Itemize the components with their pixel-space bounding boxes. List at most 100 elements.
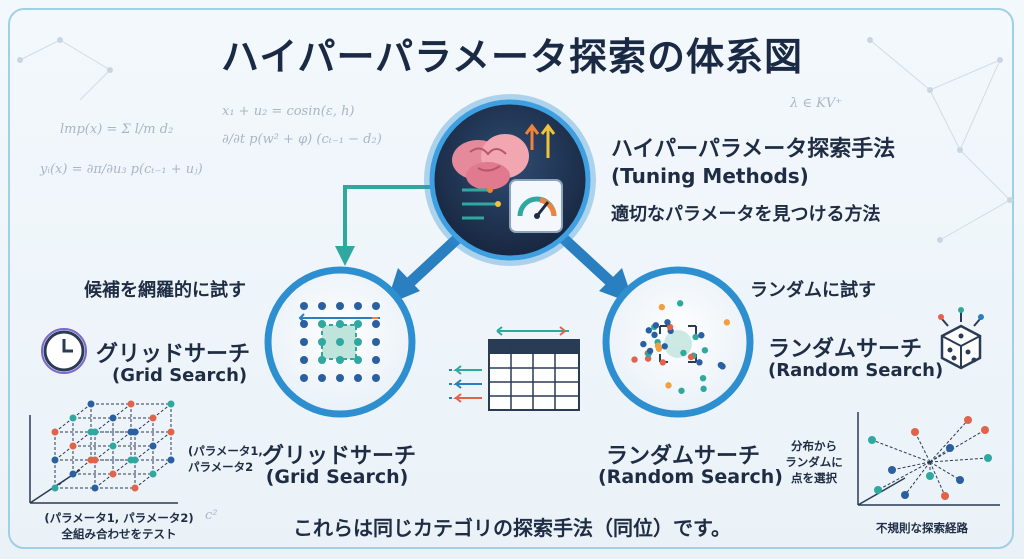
cube-dot (91, 484, 99, 492)
lattice-line (914, 431, 931, 463)
right-method-name: ランダムサーチ (768, 337, 923, 362)
grid-dot (318, 338, 326, 346)
cube-dot (51, 484, 59, 492)
cube-dot (167, 456, 175, 464)
cube-dot (69, 442, 77, 450)
cube-dot (51, 428, 59, 436)
random-dot (699, 374, 707, 382)
lattice-line (72, 431, 92, 447)
random-dot (654, 342, 662, 349)
random-dot (658, 303, 666, 311)
grid-dot (336, 320, 344, 328)
cube-dot (127, 428, 135, 436)
cube-caption: (パラメータ1, パラメータ2) 全組み合わせをテスト (44, 511, 194, 541)
footer-note: これらは同じカテゴリの探索手法（同位）です。 (293, 516, 731, 540)
random-dot (646, 347, 654, 355)
grid-dot (300, 302, 308, 310)
grid-dot (318, 356, 326, 364)
grid-points-icon (298, 302, 380, 382)
grid-dot (354, 320, 362, 328)
scatter-dot (926, 472, 934, 480)
lattice-line (94, 445, 114, 461)
grid-dot (372, 338, 380, 346)
cube-dot (127, 400, 135, 408)
random-dot (631, 356, 638, 363)
lattice-line (871, 439, 931, 463)
grid-dot (336, 374, 344, 382)
scatter-dot (981, 426, 989, 434)
cube-dot (109, 470, 117, 478)
top-node-title: ハイパーパラメータ探索手法 (611, 137, 896, 162)
scatter-caption: 不規則な探索経路 (876, 521, 968, 535)
grid-dot (372, 374, 380, 382)
bg-network-nodes (17, 37, 1013, 243)
scatter-dot (874, 486, 882, 494)
bg-formula-4: ∂/∂t p(w² + φ) (cₜ₋₁ − d₂) (222, 132, 382, 147)
random-dot (661, 343, 668, 350)
lattice-line (72, 459, 92, 475)
grid-dot (318, 320, 326, 328)
bg-formula-3: x₁ + u₂ = cosin(ε, h) (222, 104, 355, 119)
grid-dot (354, 302, 362, 310)
grid-dot (336, 356, 344, 364)
lattice-line (929, 457, 989, 463)
cube-dot (87, 456, 95, 464)
grid-dot (354, 356, 362, 364)
grid-dot (336, 338, 344, 346)
grid-dot (318, 374, 326, 382)
cube-dot (109, 442, 117, 450)
grid-dot (336, 302, 344, 310)
lattice-line (94, 417, 114, 433)
lattice-line (877, 461, 931, 491)
lattice-line (54, 445, 74, 461)
bg-formula-6: c² (205, 508, 218, 523)
scatter-dot (911, 428, 919, 436)
grid-dot (300, 320, 308, 328)
random-dot (652, 322, 660, 329)
bg-formula-2: yᵢ(x) = ∂π/∂u₃ p(cₜ₋₁ + uⱼ) (40, 162, 203, 177)
cube-dot (149, 414, 157, 422)
random-dot (687, 353, 695, 361)
lattice-line (152, 459, 172, 475)
bg-formula-1: lmp(x) = Σ l/m d₂ (60, 122, 174, 137)
dice-icon (938, 307, 984, 370)
left-caption: 候補を網羅的に試す (84, 280, 246, 301)
random-dot (698, 332, 705, 339)
random-dot (666, 323, 674, 331)
cube-dot (167, 428, 175, 436)
grid-dot (300, 374, 308, 382)
bg-network (19, 39, 1011, 241)
cube-dot (69, 414, 77, 422)
lattice-line (904, 461, 931, 496)
random-dot (645, 327, 652, 334)
grid-node-label: グリッドサーチ (262, 444, 417, 469)
lattice-line (72, 403, 92, 419)
top-node-subtitle: (Tuning Methods) (611, 164, 809, 188)
lattice-line (112, 459, 132, 475)
random-dot (680, 349, 687, 357)
random-dot (701, 347, 709, 354)
brain-icon (452, 123, 556, 220)
grid-dot (318, 302, 326, 310)
grid-dot (372, 302, 380, 310)
cube-dot (149, 470, 157, 478)
scatter-dot (946, 444, 954, 452)
scatter-dot (984, 454, 992, 462)
grid-dot (300, 338, 308, 346)
random-dot (678, 387, 685, 394)
clock-icon (41, 328, 87, 374)
right-caption: ランダムに試す (750, 280, 876, 301)
lattice-line (134, 417, 154, 433)
arrow-to-random-shaft (559, 233, 620, 292)
cube-dot (69, 470, 77, 478)
scatter-dot (868, 436, 876, 444)
left-method-name-en: (Grid Search) (112, 365, 248, 386)
random-node (602, 266, 754, 418)
lattice-line (152, 431, 172, 447)
lattice-line (929, 461, 946, 497)
lattice-line (134, 445, 154, 461)
cube-dot (87, 428, 95, 436)
frame-border (8, 8, 1014, 549)
arrow-to-grid-shaft (400, 233, 462, 293)
